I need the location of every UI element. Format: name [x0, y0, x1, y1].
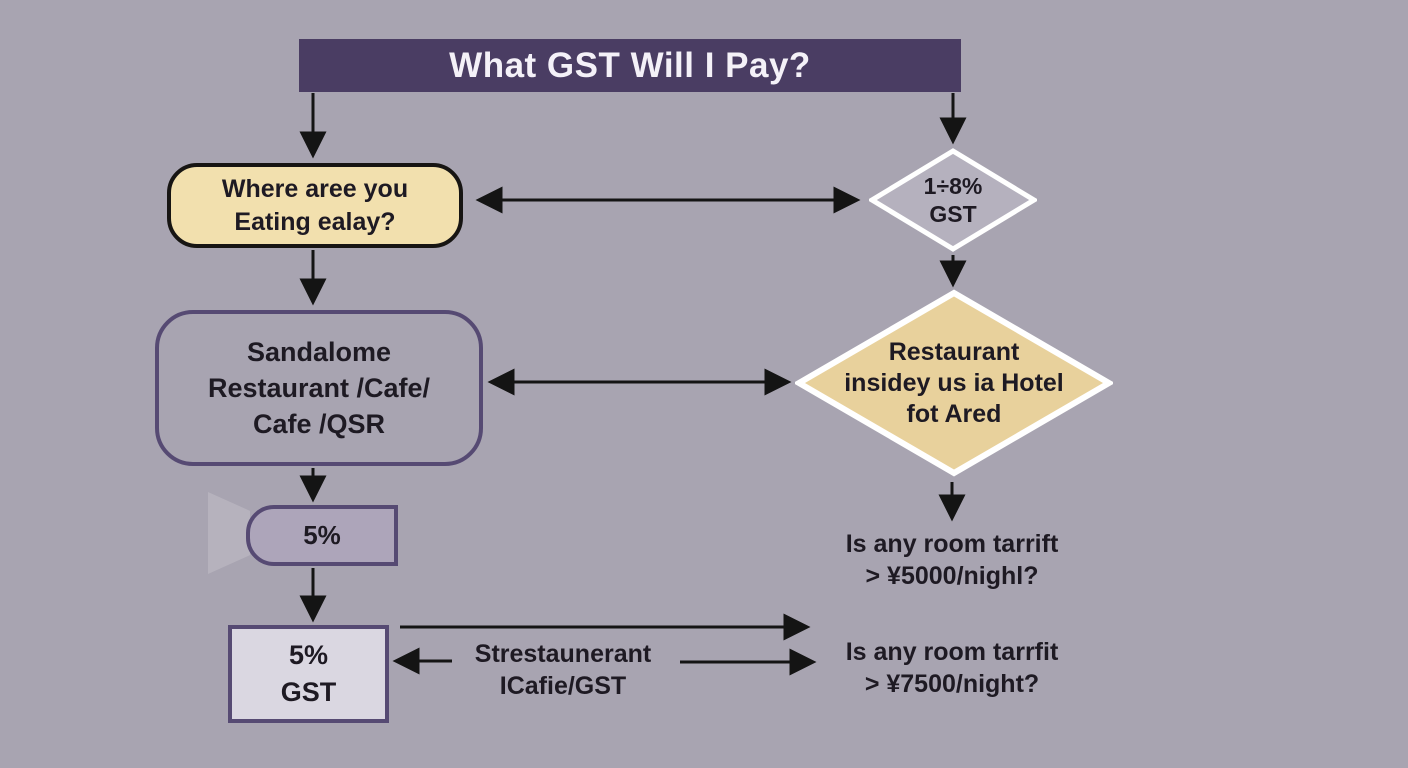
node-where-eating-line1: Where aree you	[221, 174, 409, 203]
node-hotel-line2: insidey us ia Hotel	[844, 368, 1064, 397]
text-tariff-7500-line1: Is any room tarrfit	[845, 638, 1059, 666]
text-tariff-5000-line1: Is any room tarrift	[845, 530, 1059, 558]
text-tariff-5000: Is any room tarrift > ¥5000/nighl?	[822, 528, 1082, 592]
node-hotel-line3: fot Ared	[906, 399, 1002, 428]
node-gst-18-diamond: 1÷8% GST	[869, 148, 1037, 252]
node-five-percent-gst-line1: 5%	[288, 640, 329, 670]
node-standalone-line2: Restaurant /Cafe/	[207, 373, 431, 403]
text-restaurant-cafe-line1: Strestaunerant	[474, 640, 652, 668]
node-hotel-diamond: Restaurant insidey us ia Hotel fot Ared	[795, 289, 1113, 477]
node-hotel-line1: Restaurant	[888, 337, 1020, 366]
text-restaurant-cafe-label: Strestaunerant ICafie/GST	[448, 638, 678, 702]
node-five-percent-gst: 5% GST	[228, 625, 389, 723]
node-standalone-restaurant: Sandalome Restaurant /Cafe/ Cafe /QSR	[155, 310, 483, 466]
text-tariff-7500: Is any room tarrfit > ¥7500/night?	[822, 636, 1082, 700]
watermark-shape	[208, 492, 250, 574]
diamond-shape-hotel	[795, 289, 1113, 477]
node-where-eating: Where aree you Eating ealay?	[167, 163, 463, 248]
diamond-shape-gst18	[869, 148, 1037, 252]
title-bar: What GST Will I Pay?	[299, 39, 961, 92]
node-standalone-line1: Sandalome	[246, 337, 392, 367]
node-where-eating-line2: Eating ealay?	[234, 207, 396, 236]
node-five-percent-label: 5%	[303, 520, 341, 550]
node-gst18-line2: GST	[929, 201, 977, 227]
node-standalone-line3: Cafe /QSR	[252, 409, 386, 439]
node-five-percent: 5%	[246, 505, 398, 566]
text-tariff-7500-line2: > ¥7500/night?	[864, 670, 1040, 698]
page-title: What GST Will I Pay?	[449, 45, 811, 85]
node-gst18-line1: 1÷8%	[923, 173, 983, 199]
node-five-percent-gst-line2: GST	[280, 677, 337, 707]
text-restaurant-cafe-line2: ICafie/GST	[499, 672, 627, 700]
text-tariff-5000-line2: > ¥5000/nighl?	[865, 562, 1039, 590]
